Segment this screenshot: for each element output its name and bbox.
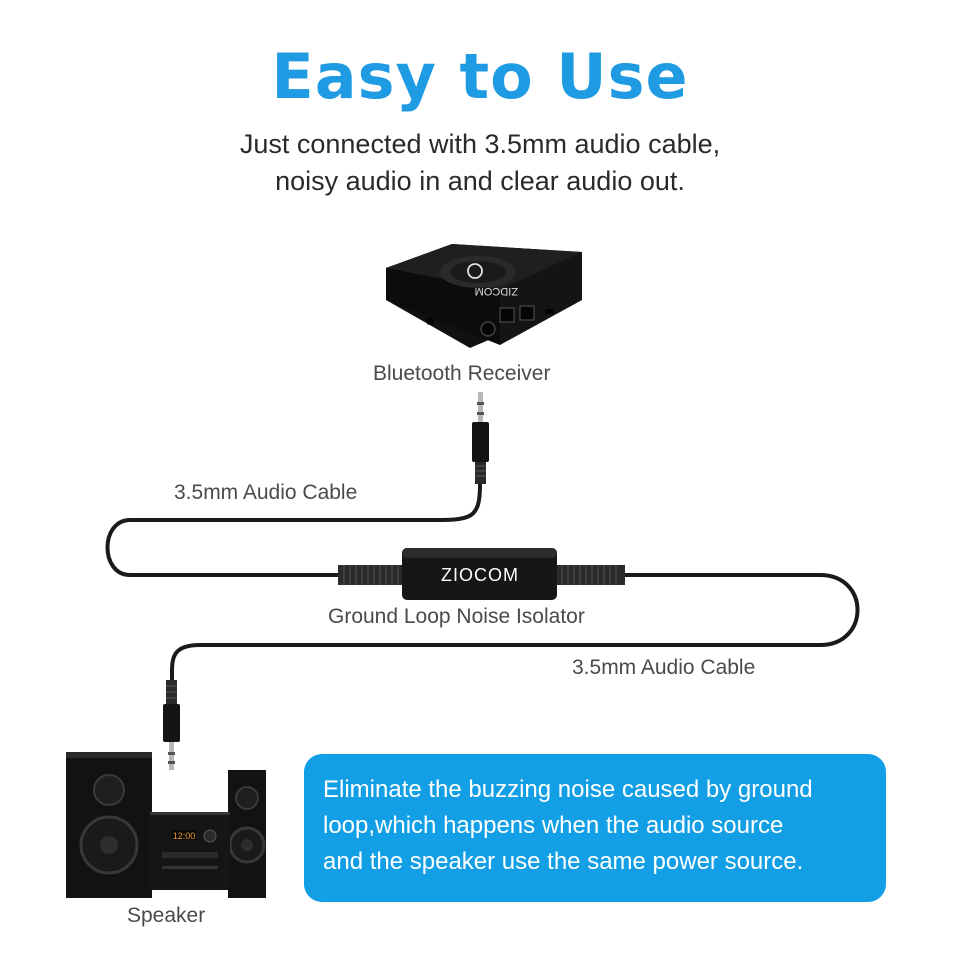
page-title: Easy to Use bbox=[271, 40, 689, 113]
noise-isolator-device: ZIOCOM bbox=[338, 548, 625, 600]
cable-bottom bbox=[169, 573, 860, 682]
top-audio-plug bbox=[472, 392, 489, 484]
bottom-audio-plug bbox=[163, 680, 180, 770]
audio-cables bbox=[105, 483, 860, 682]
callout-line-3: and the speaker use the same power sourc… bbox=[323, 848, 804, 875]
receiver-logo: ZIDCOM bbox=[475, 285, 518, 297]
stereo-display: 12:00 bbox=[173, 831, 196, 841]
stereo-speaker-system: 12:00 bbox=[66, 752, 266, 898]
audio-cable-label-bottom: 3.5mm Audio Cable bbox=[572, 656, 756, 679]
info-callout: Eliminate the buzzing noise caused by gr… bbox=[304, 754, 886, 902]
callout-line-1: Eliminate the buzzing noise caused by gr… bbox=[323, 776, 813, 803]
subtitle-line-2: noisy audio in and clear audio out. bbox=[275, 166, 685, 196]
subtitle-line-1: Just connected with 3.5mm audio cable, bbox=[239, 129, 721, 159]
cable-top bbox=[105, 483, 482, 577]
bluetooth-receiver-device: ZIDCOM bbox=[386, 244, 582, 348]
callout-line-2: loop,which happens when the audio source bbox=[323, 812, 784, 839]
isolator-label: Ground Loop Noise Isolator bbox=[328, 605, 585, 628]
bluetooth-receiver-label: Bluetooth Receiver bbox=[373, 362, 551, 385]
audio-cable-label-top: 3.5mm Audio Cable bbox=[174, 481, 358, 504]
subtitle: Just connected with 3.5mm audio cable, n… bbox=[0, 126, 960, 200]
isolator-logo: ZIOCOM bbox=[441, 565, 519, 585]
speaker-label: Speaker bbox=[127, 904, 206, 927]
